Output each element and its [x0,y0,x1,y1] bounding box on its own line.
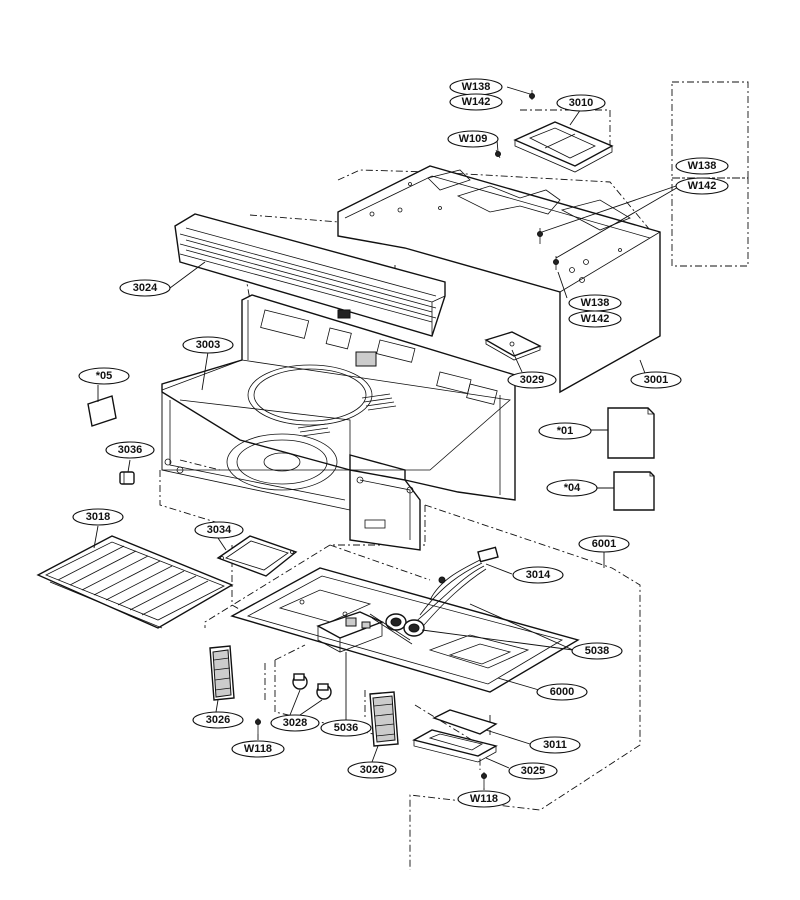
screws-top [495,90,559,270]
callout-3025-label: 3025 [521,765,545,777]
lamp-cover [412,729,498,763]
callout-5038: 5038 [571,642,623,660]
callout-3010-label: 3010 [569,97,593,109]
callout-3036-label: 3036 [118,444,142,456]
callout-star-05: *05 [78,367,130,385]
wire-harness [411,546,499,633]
callout-w118-left-label: W118 [244,743,272,755]
callout-star-01: *01 [538,422,592,440]
callout-w142-top-label: W142 [462,96,491,108]
callout-3026-mid: 3026 [347,761,397,779]
wire-rack [36,535,234,629]
callout-3024-label: 3024 [133,282,158,294]
callout-w142-mid: W142 [568,310,622,328]
callout-3011: 3011 [529,736,581,754]
grease-filter-left [209,645,235,701]
callout-3011-label: 3011 [543,739,567,751]
callout-w142-top: W142 [449,93,503,111]
callout-6001-label: 6001 [592,538,616,550]
callout-3001-label: 3001 [644,374,668,386]
callout-w142-side-label: W142 [688,180,717,192]
callout-w142-side: W142 [675,177,729,195]
callout-6000-label: 6000 [550,686,574,698]
callout-w118-left: W118 [231,740,285,758]
callout-3028: 3028 [270,714,320,732]
light-bulbs [292,673,332,700]
callout-5038-label: 5038 [585,645,609,657]
callout-3003: 3003 [182,336,234,354]
callout-w138-side-label: W138 [688,160,717,172]
callout-3034-label: 3034 [207,524,232,536]
cover-plate [216,535,298,577]
callout-3018-label: 3018 [86,511,110,523]
callout-w138-top-label: W138 [462,81,491,93]
callout-3014: 3014 [512,566,564,584]
callout-6000: 6000 [536,683,588,701]
callout-3029: 3029 [507,371,557,389]
screws-bottom [255,718,487,788]
label-01 [607,407,655,459]
grease-filter-mid [369,691,399,747]
callout-3025: 3025 [508,762,558,780]
callout-w142-mid-label: W142 [581,313,610,325]
callout-3026-left-label: 3026 [206,714,230,726]
callout-w138-mid: W138 [568,294,622,312]
callout-3003-label: 3003 [196,339,220,351]
top-bracket [513,121,614,173]
switch-assembly [316,611,413,653]
callout-3034: 3034 [194,521,244,539]
callout-3018: 3018 [72,508,124,526]
callout-w138-mid-label: W138 [581,297,610,309]
vent-grille [174,213,446,337]
callout-3036: 3036 [105,441,155,459]
outer-cabinet [337,165,661,394]
callout-w118-bottom: W118 [457,790,511,808]
lamp-lens [432,709,498,735]
callout-3024: 3024 [119,279,171,297]
callout-3026-left: 3026 [192,711,244,729]
callout-w109: W109 [447,130,499,148]
callout-w138-top: W138 [449,78,503,96]
callout-w138-side: W138 [675,157,729,175]
oven-cavity [161,294,516,551]
callout-star-04-label: *04 [564,482,581,494]
callout-3014-label: 3014 [526,569,551,581]
callout-star-01-label: *01 [557,425,574,437]
cavity-vent-holes [297,393,397,437]
callout-6001: 6001 [578,535,630,553]
lamp-sockets [385,613,425,637]
callout-3026-mid-label: 3026 [360,764,384,776]
callout-star-04: *04 [546,479,598,497]
latch-part [119,471,135,485]
callout-w109-label: W109 [459,133,488,145]
callout-3010: 3010 [556,94,606,112]
label-05 [87,395,117,427]
callout-5036-label: 5036 [334,722,358,734]
label-04 [613,471,655,511]
callout-star-05-label: *05 [96,370,113,382]
callout-3029-label: 3029 [520,374,544,386]
callout-w118-bottom-label: W118 [470,793,498,805]
callout-3001: 3001 [630,371,682,389]
callout-5036: 5036 [320,719,372,737]
small-bracket [484,331,542,361]
callout-3028-label: 3028 [283,717,307,729]
